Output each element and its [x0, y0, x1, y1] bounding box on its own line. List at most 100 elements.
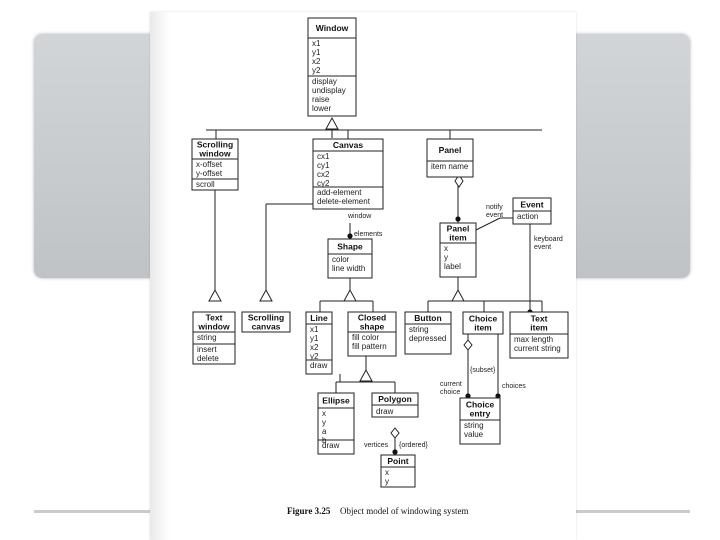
- class-attribute: string: [197, 333, 217, 342]
- class-attribute: x1: [312, 39, 321, 48]
- class-operation: draw: [376, 407, 394, 416]
- class-attribute: value: [464, 430, 484, 439]
- class-name: canvas: [252, 322, 281, 332]
- class-box: [380, 454, 416, 488]
- class-name: Choice: [469, 314, 498, 324]
- class-operation: draw: [310, 361, 328, 370]
- class-name: item: [474, 323, 492, 333]
- multiplicity-dot: [392, 449, 398, 455]
- multiplicity-dot: [455, 216, 461, 222]
- class-box: [426, 138, 474, 178]
- class-attribute: y2: [310, 352, 319, 361]
- multiplicity-dot: [347, 233, 353, 239]
- class-box: [305, 311, 333, 375]
- class-name: Ellipse: [322, 396, 350, 406]
- class-box: [241, 311, 291, 333]
- class-name: Text: [206, 313, 223, 323]
- association-label: current: [440, 381, 462, 388]
- class-name: Event: [520, 200, 543, 210]
- class-name: Panel: [439, 145, 462, 155]
- diagram-connectors: [206, 116, 543, 455]
- figure-caption: Figure 3.25 Object model of windowing sy…: [287, 506, 468, 516]
- class-attribute: x2: [312, 57, 321, 66]
- aggregation-diamond: [390, 427, 400, 439]
- aggregation-diamond: [463, 339, 473, 351]
- class-attribute: y1: [312, 48, 321, 57]
- class-attribute: depressed: [409, 334, 446, 343]
- class-attribute: y: [322, 418, 326, 427]
- class-box: [462, 311, 504, 335]
- caption-label: Figure 3.25: [287, 506, 331, 516]
- association-label: keyboard: [534, 236, 563, 243]
- association-label: vertices: [364, 442, 389, 449]
- class-attribute: b: [322, 436, 327, 445]
- class-attribute: x2: [310, 343, 319, 352]
- class-attribute: cx1: [317, 152, 330, 161]
- class-attribute: current string: [514, 344, 561, 353]
- class-attribute: y-offset: [196, 169, 223, 178]
- class-attribute: x: [444, 244, 448, 253]
- class-attribute: y: [444, 253, 448, 262]
- class-attribute: x: [385, 468, 389, 477]
- class-box: [192, 311, 236, 365]
- class-name: item: [530, 323, 548, 333]
- class-attribute: string: [409, 325, 429, 334]
- class-name: Line: [310, 313, 328, 323]
- association-label: window: [347, 213, 372, 220]
- class-box: [191, 138, 239, 191]
- diagram-classes: Windowx1y1x2y2displayundisplayraiselower…: [191, 17, 569, 488]
- class-attribute: fill color: [352, 333, 379, 342]
- class-name: Polygon: [378, 394, 412, 404]
- association-label: notify: [486, 204, 503, 211]
- class-operation: delete: [197, 354, 219, 363]
- class-name: item: [449, 233, 467, 243]
- class-operation: raise: [312, 95, 330, 104]
- class-box: [509, 311, 569, 359]
- class-attribute: y1: [310, 334, 319, 343]
- class-attribute: item name: [431, 162, 469, 171]
- class-box: [317, 392, 355, 455]
- class-box: [327, 238, 373, 279]
- connector-line: [475, 217, 501, 231]
- class-event: Event action: [512, 197, 552, 225]
- class-name: Button: [414, 313, 441, 323]
- class-attribute: action: [517, 212, 538, 221]
- class-attribute: x1: [310, 325, 319, 334]
- class-attribute: line width: [332, 264, 365, 273]
- multiplicity-dot: [465, 393, 471, 399]
- association-label: event: [486, 212, 503, 219]
- class-attribute: y2: [312, 66, 321, 75]
- gen-triangle-closed-shape: [359, 368, 373, 382]
- association-label: {ordered}: [399, 442, 428, 449]
- class-operation: add-element: [317, 188, 362, 197]
- class-operation: display: [312, 77, 337, 86]
- class-attribute: max length: [514, 335, 553, 344]
- class-box: [459, 397, 501, 445]
- association-label: choices: [502, 383, 526, 390]
- association-label: choice: [440, 389, 460, 396]
- gen-triangle-text-window: [208, 288, 222, 302]
- class-attribute: string: [464, 421, 484, 430]
- class-name: window: [197, 322, 230, 332]
- association-label: event: [534, 244, 551, 251]
- association-label: elements: [354, 231, 383, 238]
- class-name: window: [198, 149, 231, 159]
- class-name: Window: [316, 23, 349, 33]
- class-operation: undisplay: [312, 86, 346, 95]
- multiplicity-dot: [495, 393, 501, 399]
- class-name: Closed: [358, 313, 386, 323]
- class-attribute: x: [322, 409, 326, 418]
- class-operation: insert: [197, 345, 217, 354]
- class-operation: lower: [312, 104, 331, 113]
- class-attribute: y: [385, 477, 389, 486]
- class-attribute: cx2: [317, 170, 330, 179]
